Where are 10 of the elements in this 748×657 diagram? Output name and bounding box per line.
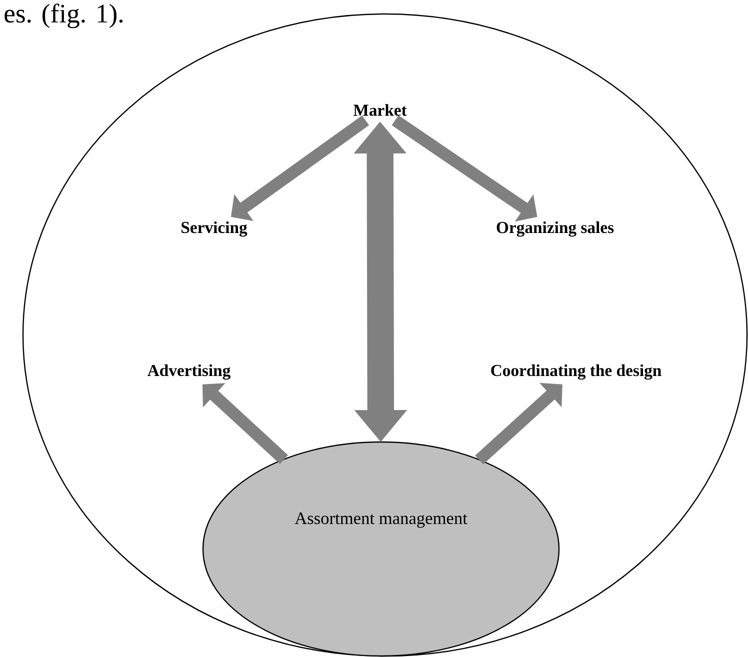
block-arrow bbox=[475, 382, 562, 464]
block-arrow bbox=[202, 383, 288, 464]
node-label: Servicing bbox=[182, 221, 248, 237]
node-label: Advertising bbox=[148, 364, 231, 380]
node-label: Market bbox=[353, 104, 407, 116]
node-label: Organizing sales bbox=[496, 221, 614, 237]
node-label: Coordinating the design bbox=[491, 364, 662, 380]
body-text: es. (fig. 1). bbox=[4, 4, 123, 28]
ellipse-node bbox=[202, 441, 560, 657]
ellipse-label: Assortment management bbox=[294, 512, 468, 528]
